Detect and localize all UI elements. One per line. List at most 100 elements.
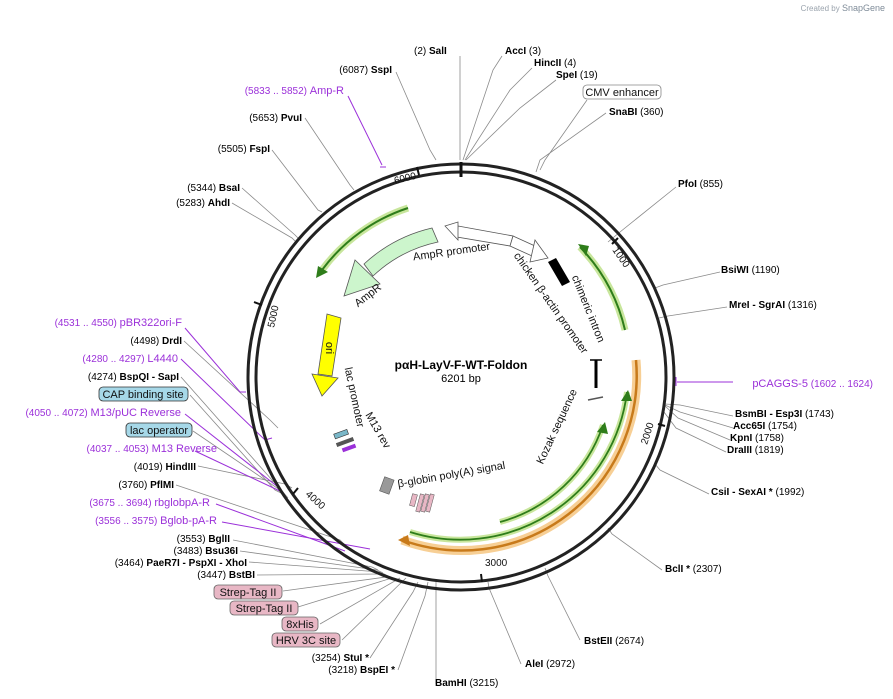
svg-text:BsiWI (1190): BsiWI (1190) [721,265,780,276]
snapgene-logo: SnapGene [841,3,885,13]
svg-text:PfoI (855): PfoI (855) [678,179,723,190]
svg-text:BclI * (2307): BclI * (2307) [665,564,722,575]
enzyme-name: PaeR7I - PspXI - XhoI [146,558,247,569]
enzyme-name: Acc65I [733,421,765,432]
primer-name: Amp-R [310,85,344,97]
lac-promoter-label: lac promoter [342,366,367,429]
enzyme-pos: (5283) [176,198,205,209]
enzyme-pos: (5653) [249,113,278,124]
enzyme-pos: (3464) [115,558,144,569]
enzyme-name: SspI [371,65,392,76]
enzyme-pos: (3483) [174,546,203,557]
svg-text:(4280 .. 4297) L4440: (4280 .. 4297) L4440 [82,353,178,365]
enzyme-pos: (19) [580,70,598,81]
enzyme-name: PvuI [281,113,302,124]
tick-label-3000: 3000 [485,558,508,569]
tick-label-5000: 5000 [266,304,281,328]
enzyme-pos: (2674) [615,636,644,647]
enzyme-name: BsmBI - Esp3I [735,409,802,420]
enzyme-pos: (4019) [134,462,163,473]
enzyme-name: AhdI [208,198,230,209]
snapgene-credit: Created by SnapGene [801,3,885,13]
enzyme-pos: (4498) [130,336,159,347]
m13-rev-label: M13 rev [362,410,393,451]
svg-text:CsiI - SexAI * (1992): CsiI - SexAI * (1992) [711,487,804,498]
primer-range: (3675 .. 3694) [89,498,151,509]
svg-text:(3556 .. 3575) Bglob-pA-R: (3556 .. 3575) Bglob-pA-R [95,515,217,527]
tick-label-1000: 1000 [610,245,632,270]
enzyme-name: PflMI [150,480,174,491]
svg-text:(3218) BspEI *: (3218) BspEI * [328,665,395,676]
backbone [246,162,676,592]
enzyme-name: BsiWI [721,265,749,276]
primer-range: (1602 .. 1624) [811,379,873,390]
svg-text:(3483) Bsu36I: (3483) Bsu36I [174,546,239,557]
enzyme-name: MreI - SgrAI [729,300,785,311]
enzyme-pos: (3) [529,46,541,57]
primer-range: (5833 .. 5852) [245,86,307,97]
feature-label-strep-tag-1: Strep-Tag II [220,587,277,599]
svg-text:(5833 .. 5852) Amp-R: (5833 .. 5852) Amp-R [245,85,344,97]
enzyme-name: Bsu36I [205,546,238,557]
enzyme-name: AleI [525,659,544,670]
svg-text:(2) SalI: (2) SalI [414,46,447,57]
enzyme-name: KpnI [730,433,752,444]
enzyme-name: AccI [505,46,526,57]
credit-text: Created by [800,4,840,13]
enzyme-pos: (1743) [805,409,834,420]
feature-label-strep-tag-2: Strep-Tag II [236,603,293,615]
svg-text:(5283) AhdI: (5283) AhdI [176,198,230,209]
svg-text:AleI (2972): AleI (2972) [525,659,575,670]
svg-text:HincII (4): HincII (4) [534,58,576,69]
enzyme-pos: (6087) [339,65,368,76]
feature-label-lac-operator: lac operator [130,425,188,437]
enzyme-pos: (855) [700,179,723,190]
enzyme-name: HindIII [165,462,196,473]
plasmid-name: pαH-LayV-F-WT-Foldon [395,358,528,372]
svg-text:KpnI (1758): KpnI (1758) [730,433,784,444]
svg-text:pCAGGS-5 (1602 .. 1624): pCAGGS-5 (1602 .. 1624) [752,378,873,390]
enzyme-pos: (5505) [218,144,247,155]
svg-text:Acc65I (1754): Acc65I (1754) [733,421,797,432]
svg-text:(4050 .. 4072) M13/pUC Revers: (4050 .. 4072) M13/pUC Reverse [25,407,181,419]
svg-text:DraIII (1819): DraIII (1819) [727,445,784,456]
enzyme-pos: (1754) [768,421,797,432]
primer-range: (3556 .. 3575) [95,516,157,527]
tick-label-6000: 6000 [393,171,418,187]
enzyme-name: BstBI [229,570,255,581]
enzyme-pos: (2972) [546,659,575,670]
svg-text:(4274) BspQI - SapI: (4274) BspQI - SapI [88,372,179,383]
enzyme-name: BamHI [435,678,467,689]
enzyme-pos: (3254) [312,653,341,664]
svg-text:(4037 .. 4053) M13 Reverse: (4037 .. 4053) M13 Reverse [87,443,217,455]
svg-text:(3553) BglII: (3553) BglII [177,534,231,545]
enzyme-name: BglII [208,534,230,545]
enzyme-pos: (3215) [469,678,498,689]
enzyme-pos: (1758) [755,433,784,444]
enzyme-name: DraIII [727,445,752,456]
features [311,204,642,555]
enzyme-name: StuI * [343,653,369,664]
svg-text:(3675 .. 3694) rbglobpA-R: (3675 .. 3694) rbglobpA-R [89,497,210,509]
svg-text:BamHI (3215): BamHI (3215) [435,678,498,689]
primer-name: rbglobpA-R [154,497,210,509]
tick-marks [253,166,666,583]
svg-text:(4531 .. 4550) pBR322ori-F: (4531 .. 4550) pBR322ori-F [55,317,183,329]
primer-range: (4531 .. 4550) [55,318,117,329]
enzyme-name: PfoI [678,179,697,190]
svg-text:(5505) FspI: (5505) FspI [218,144,270,155]
feature-label-hrv-3c-site: HRV 3C site [276,635,336,647]
svg-text:BstEII (2674): BstEII (2674) [584,636,644,647]
enzyme-pos: (4274) [88,372,117,383]
feature-label-cap-binding-site: CAP binding site [102,389,183,401]
enzyme-pos: (360) [640,107,663,118]
enzyme-pos: (3218) [328,665,357,676]
feature-label-cmv-enhancer: CMV enhancer [585,87,659,99]
primer-name: pCAGGS-5 [752,378,808,390]
svg-text:BsmBI - Esp3I (1743): BsmBI - Esp3I (1743) [735,409,834,420]
enzyme-pos: (2307) [693,564,722,575]
primer-range: (4050 .. 4072) [25,408,87,419]
svg-text:(5344) BsaI: (5344) BsaI [187,183,240,194]
enzyme-name: BspEI * [360,665,395,676]
enzyme-name: SalI [429,46,447,57]
